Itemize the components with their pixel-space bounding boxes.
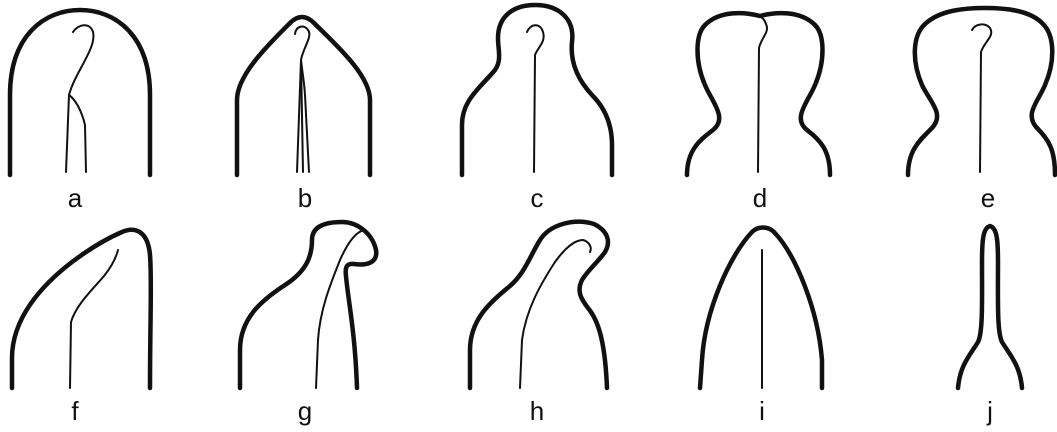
figure-f-label: f: [71, 396, 79, 426]
figure-j-outline: [958, 226, 1022, 388]
figure-b-label: b: [298, 183, 312, 213]
figure-e: e: [908, 8, 1055, 213]
figure-b: b: [237, 17, 370, 213]
figure-j-label: j: [986, 396, 993, 426]
figure-h-label: h: [530, 396, 544, 426]
figure-f-inner-line: [70, 250, 118, 388]
figure-h-inner-line: [520, 240, 591, 388]
figure-e-label: e: [981, 183, 995, 213]
figure-f-outline: [12, 230, 151, 388]
figure-a-inner-line: [66, 25, 93, 172]
figure-a: a: [10, 10, 150, 213]
figure-i-label: i: [759, 396, 765, 426]
figure-j: j: [958, 226, 1022, 426]
figure-i: i: [700, 228, 822, 427]
figure-h: h: [470, 222, 608, 426]
figure-g-label: g: [298, 396, 312, 426]
figure-a-label: a: [68, 183, 83, 213]
figure-g-outline: [240, 222, 376, 388]
figure-h-outline: [470, 222, 608, 388]
figure-c-label: c: [531, 183, 544, 213]
figure-f: f: [12, 230, 151, 426]
figure-d-inner-line: [758, 16, 767, 172]
figure-g: g: [240, 222, 376, 426]
figure-c-outline: [462, 5, 612, 175]
figure-c-inner-line: [527, 25, 544, 172]
figure-e-inner-line: [972, 24, 991, 172]
figure-a-inner-line-2: [69, 95, 86, 172]
figure-c: c: [462, 5, 612, 213]
figure-a-outline: [10, 10, 150, 175]
figure-d-label: d: [753, 183, 767, 213]
figure-d: d: [687, 13, 830, 213]
